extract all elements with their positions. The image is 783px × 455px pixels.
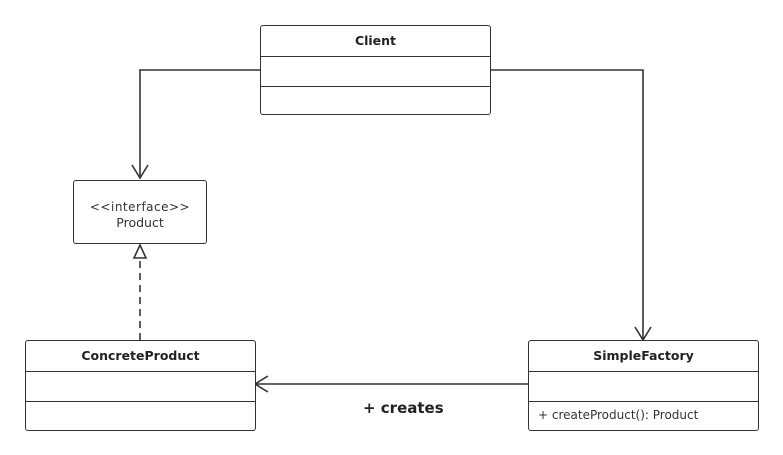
interface-stereotype: <<interface>> [89, 200, 191, 214]
creates-label: + creates [363, 399, 444, 417]
client-to-factory-arrow [490, 69, 644, 340]
client-class-box[interactable]: Client [260, 25, 491, 115]
client-to-product-arrow [139, 69, 260, 178]
product-interface-name: Product [116, 215, 164, 230]
client-methods-compartment [261, 86, 490, 113]
product-interface-box[interactable]: <<interface>> Product [73, 180, 207, 244]
client-to-product-arrowhead [131, 164, 149, 180]
simple-factory-attributes-compartment [529, 371, 758, 401]
concrete-product-class-box[interactable]: ConcreteProduct [25, 340, 256, 431]
simple-factory-method: + createProduct(): Product [529, 401, 758, 429]
client-class-name: Client [354, 33, 397, 48]
client-attributes-compartment [261, 56, 490, 86]
simple-factory-class-box[interactable]: SimpleFactory + createProduct(): Product [528, 340, 759, 431]
concrete-product-class-name: ConcreteProduct [81, 348, 200, 363]
simple-factory-class-name: SimpleFactory [593, 348, 694, 363]
realization-triangle-arrowhead [132, 243, 148, 259]
concrete-product-attributes-compartment [26, 371, 255, 401]
concrete-product-methods-compartment [26, 401, 255, 429]
